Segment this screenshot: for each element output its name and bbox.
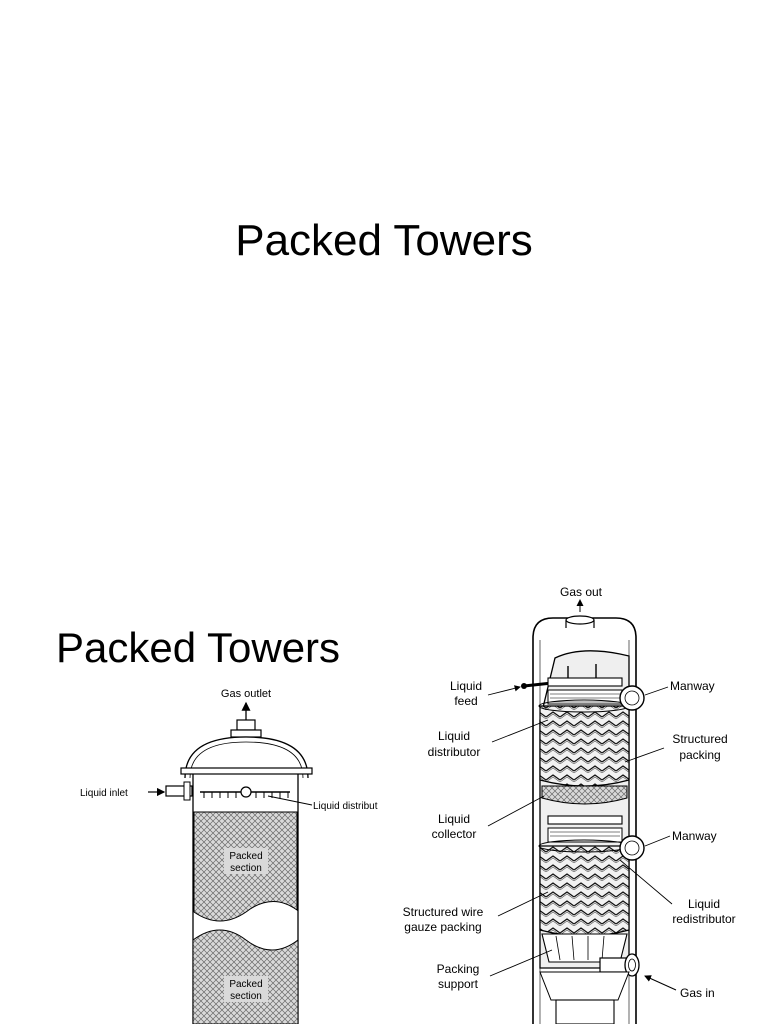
liquid-feed-label-2: feed [454, 694, 477, 708]
manway-bottom-label: Manway [672, 829, 717, 843]
gas-outlet-flange [230, 729, 262, 738]
packed-section-top-label-2: section [230, 863, 262, 874]
liquid-redistributor-label-2: redistributor [672, 912, 735, 926]
liquid-inlet-label: Liquid inlet [80, 788, 128, 799]
slide-2-title: Packed Towers [56, 624, 341, 671]
manway-top [619, 685, 645, 711]
gas-outlet-nozzle [236, 719, 256, 731]
manway-bottom [619, 835, 645, 861]
top-flange [180, 767, 313, 775]
liquid-distributor-label: Liquid distribut [313, 801, 378, 812]
packed-section-bottom-label-2: section [230, 991, 262, 1002]
bottom-skirt [555, 999, 615, 1024]
slide-2-diagrams: Gas outlet Liquid inlet Liqu [80, 585, 736, 1024]
structured-packing-label-1: Structured [672, 732, 727, 746]
liquid-distributor-label-1: Liquid [438, 729, 470, 743]
liquid-feed-label-1: Liquid [450, 679, 482, 693]
simple-packed-tower-diagram: Gas outlet Liquid inlet Liqu [80, 688, 378, 1024]
liquid-collector-label-1: Liquid [438, 812, 470, 826]
packed-section-top-label-1: Packed [229, 851, 262, 862]
slide-2: Packed Towers Gas outlet [0, 530, 768, 1024]
structured-wire-label-1: Structured wire [403, 905, 484, 919]
liquid-inlet-pipe [165, 785, 193, 797]
structured-packing-label-2: packing [679, 748, 720, 762]
structured-packing-lower [539, 845, 630, 937]
packing-support-label-1: Packing [437, 962, 480, 976]
slide-1-title: Packed Towers [235, 216, 533, 265]
gas-in-arrow [644, 975, 677, 991]
gas-in-label: Gas in [680, 986, 715, 1000]
packed-section-bottom-label-1: Packed [229, 979, 262, 990]
packing-support-label-2: support [438, 977, 479, 991]
gas-out-label: Gas out [560, 585, 603, 599]
distributor-hub [240, 786, 252, 798]
liquid-redistributor-trough [547, 815, 623, 825]
liquid-collector [541, 785, 628, 805]
gas-outlet-label: Gas outlet [221, 688, 271, 700]
liquid-collector-label-2: collector [432, 827, 477, 841]
manway-top-label: Manway [670, 679, 715, 693]
slide-1: Packed Towers [235, 216, 533, 265]
liquid-distributor-top [547, 677, 623, 687]
liquid-distributor-label-2: distributor [428, 745, 481, 759]
liquid-redistributor-label-1: Liquid [688, 897, 720, 911]
structured-packing-upper [539, 705, 630, 787]
structured-packing-tower-diagram: Gas out [403, 585, 736, 1024]
gas-out-nozzle [565, 615, 595, 625]
structured-wire-label-2: gauze packing [404, 920, 481, 934]
